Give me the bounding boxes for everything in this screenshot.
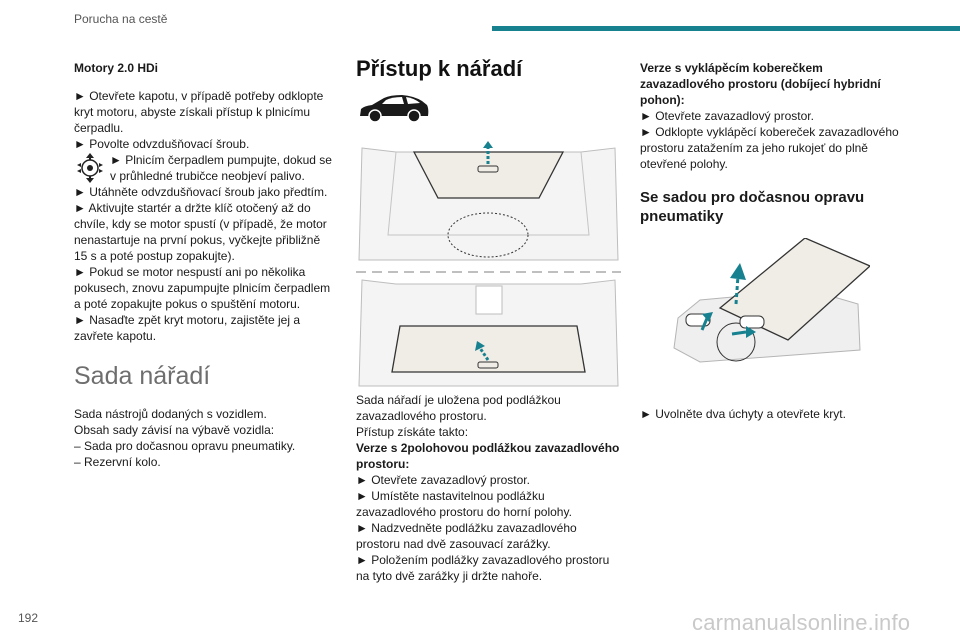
step-release-cover: ► Uvolněte dva úchyty a otevřete kryt. bbox=[640, 407, 846, 421]
tool-kit-section-title: Sada nářadí bbox=[74, 362, 211, 390]
column-right: Verze s vyklápěcím koberečkem zavazadlov… bbox=[640, 60, 905, 226]
tool-access-title: Přístup k nářadí bbox=[356, 56, 523, 81]
trunk-floor-illustration bbox=[356, 140, 621, 390]
column-middle: Sada nářadí je uložena pod podlážkou zav… bbox=[356, 392, 621, 584]
release-step-block: ► Uvolněte dva úchyty a otevřete kryt. bbox=[640, 406, 905, 422]
step-activate-starter: ► Aktivujte startér a držte klíč otočený… bbox=[74, 201, 327, 263]
step-pump-fuel: ► Plnicím čerpadlem pumpujte, dokud se v… bbox=[110, 153, 332, 183]
two-position-floor-heading: Verze s 2polohovou podlážkou zavazadlové… bbox=[356, 441, 620, 471]
tilting-mat-heading: Verze s vyklápěcím koberečkem zavazadlov… bbox=[640, 61, 881, 107]
kit-contents-intro: Obsah sady závisí na výbavě vozidla: bbox=[74, 423, 275, 437]
engine-heading: Motory 2.0 HDi bbox=[74, 61, 159, 75]
step-repump: ► Pokud se motor nespustí ani po několik… bbox=[74, 265, 331, 311]
car-silhouette-icon bbox=[360, 95, 429, 123]
step-open-boot: ► Otevřete zavazadlový prostor. bbox=[356, 473, 530, 487]
header-accent-bar bbox=[492, 26, 960, 31]
tyre-repair-kit-subheading: Se sadou pro dočasnou opravu pneumatiky bbox=[640, 189, 865, 225]
access-intro: Přístup získáte takto: bbox=[356, 425, 469, 439]
step-open-boot-hybrid: ► Otevřete zavazadlový prostor. bbox=[640, 109, 814, 123]
step-floor-upper-position: ► Umístěte nastavitelnou podlážku zavaza… bbox=[356, 489, 572, 519]
step-loosen-screw: ► Povolte odvzdušňovací šroub. bbox=[74, 137, 250, 151]
step-rest-floor: ► Položením podlážky zavazadlového prost… bbox=[356, 553, 610, 583]
step-open-hood: ► Otevřete kapotu, v případě potřeby odk… bbox=[74, 89, 324, 135]
tool-location: Sada nářadí je uložena pod podlážkou zav… bbox=[356, 393, 561, 423]
kit-item-tyre-repair: – Sada pro dočasnou opravu pneumatiky. bbox=[74, 439, 296, 453]
step-tighten-screw: ► Utáhněte odvzdušňovací šroub jako před… bbox=[74, 185, 328, 199]
pump-step-row: ► Plnicím čerpadlem pumpujte, dokud se v… bbox=[74, 152, 336, 184]
step-refit-cover: ► Nasaďte zpět kryt motoru, zajistěte je… bbox=[74, 313, 301, 343]
kit-item-spare-wheel: – Rezervní kolo. bbox=[74, 455, 161, 469]
pump-icon bbox=[77, 153, 103, 183]
kit-intro: Sada nástrojů dodaných s vozidlem. bbox=[74, 407, 267, 421]
step-fold-mat: ► Odklopte vyklápěcí kobereček zavazadlo… bbox=[640, 125, 899, 171]
step-lift-floor: ► Nadzvedněte podlážku zavazadlového pro… bbox=[356, 521, 577, 551]
page-number: 192 bbox=[18, 611, 39, 625]
header-section-title: Porucha na cestě bbox=[74, 12, 168, 26]
tyre-kit-cover-illustration bbox=[673, 238, 870, 363]
watermark: carmanualsonline.info bbox=[692, 610, 911, 635]
column-left: Motory 2.0 HDi ► Otevřete kapotu, v příp… bbox=[74, 60, 336, 470]
